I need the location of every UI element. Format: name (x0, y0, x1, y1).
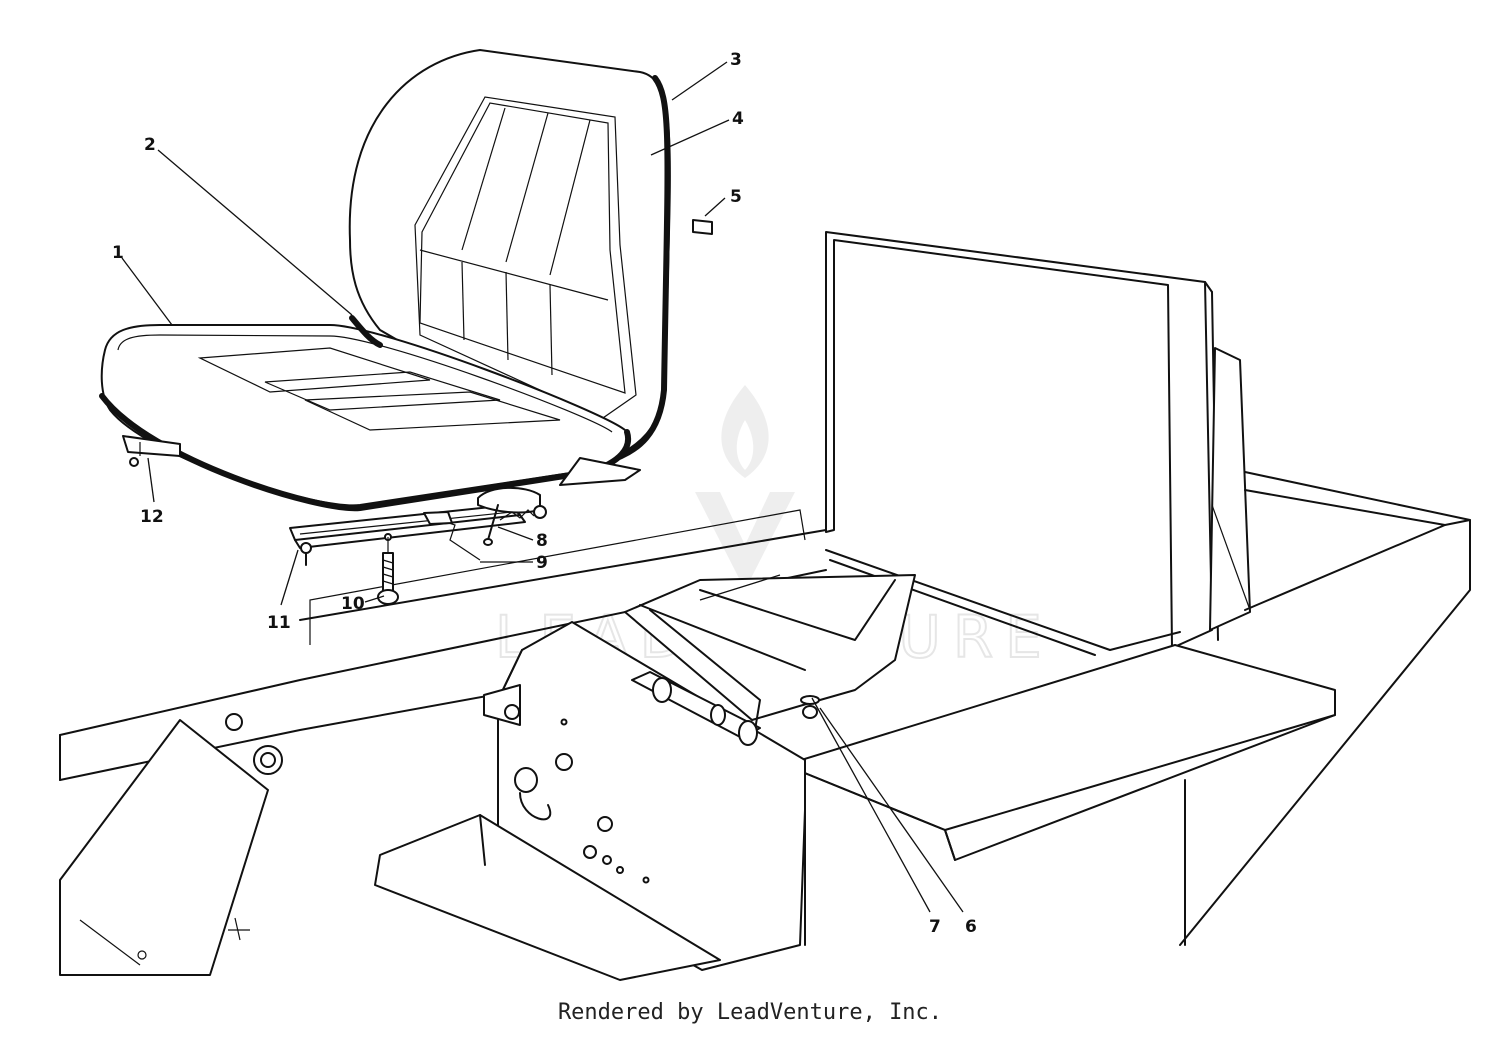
callout-9: 9 (536, 553, 548, 573)
callout-10: 10 (341, 594, 365, 614)
seat (99, 49, 671, 512)
callout-5: 5 (730, 187, 742, 207)
callout-8: 8 (536, 531, 548, 551)
decal (692, 219, 713, 235)
washer (800, 695, 820, 705)
tractor-frame (59, 231, 1471, 981)
callout-4: 4 (732, 109, 744, 129)
leader-lines (121, 61, 964, 913)
seat-back-panels (414, 96, 637, 421)
hinge (631, 671, 761, 746)
callout-11: 11 (267, 613, 291, 633)
footer-credit: Rendered by LeadVenture, Inc. (557, 1000, 943, 1025)
callout-6: 6 (965, 917, 977, 937)
nut (802, 705, 818, 719)
callout-3: 3 (730, 50, 742, 70)
callout-12: 12 (140, 507, 164, 527)
seat-slide-rail (122, 219, 820, 719)
hood-panel (59, 713, 283, 976)
callout-1: 1 (112, 243, 124, 263)
tunnel-holes (483, 684, 650, 884)
seat-cushion-ribs (197, 347, 561, 431)
callout-7: 7 (929, 917, 941, 937)
bolt (377, 533, 399, 605)
callout-labels: 1 2 3 4 5 6 7 8 9 10 11 12 (112, 50, 977, 937)
callout-2: 2 (144, 135, 156, 155)
seat-mounting-plate (559, 457, 641, 486)
seat-pan-bracket (624, 574, 916, 721)
support-plate (1209, 347, 1251, 631)
